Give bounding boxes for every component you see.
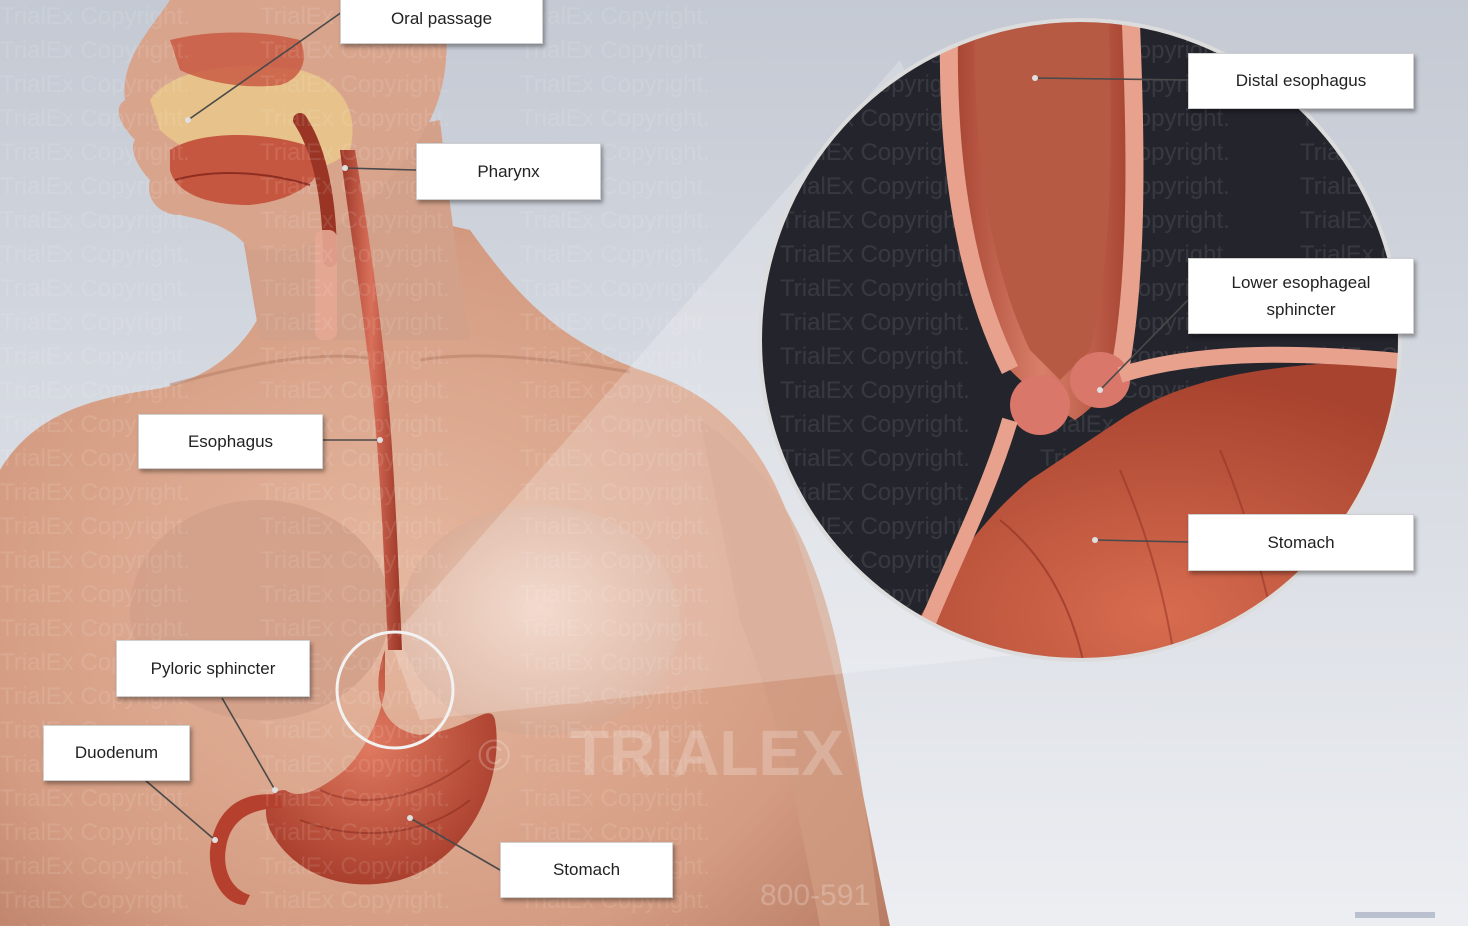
label-stomach-main: Stomach: [500, 842, 673, 898]
label-stomach-main-text: Stomach: [553, 856, 620, 883]
logo-text: TRIALEX: [570, 717, 844, 789]
brand-mark: [1355, 912, 1435, 918]
label-oral-passage-text: Oral passage: [391, 5, 492, 32]
label-oral-passage: Oral passage: [340, 0, 543, 44]
label-esophagus: Esophagus: [138, 414, 323, 469]
logo-symbol: ©: [478, 731, 510, 780]
label-stomach-inset: Stomach: [1188, 514, 1414, 571]
label-pyloric-sphincter: Pyloric sphincter: [116, 640, 310, 697]
label-esophagus-text: Esophagus: [188, 428, 273, 455]
label-distal-esophagus: Distal esophagus: [1188, 53, 1414, 109]
label-pyloric-sphincter-text: Pyloric sphincter: [151, 655, 276, 682]
label-pharynx-text: Pharynx: [477, 158, 539, 185]
label-duodenum: Duodenum: [43, 725, 190, 781]
label-distal-esophagus-text: Distal esophagus: [1236, 67, 1366, 94]
phone-watermark: 800-591: [760, 879, 870, 912]
label-lower-esophageal-sphincter: Lower esophageal sphincter: [1188, 258, 1414, 334]
label-duodenum-text: Duodenum: [75, 739, 158, 766]
label-les-line2: sphincter: [1267, 296, 1336, 323]
label-stomach-inset-text: Stomach: [1267, 529, 1334, 556]
label-les-line1: Lower esophageal: [1232, 269, 1371, 296]
label-pharynx: Pharynx: [416, 143, 601, 200]
